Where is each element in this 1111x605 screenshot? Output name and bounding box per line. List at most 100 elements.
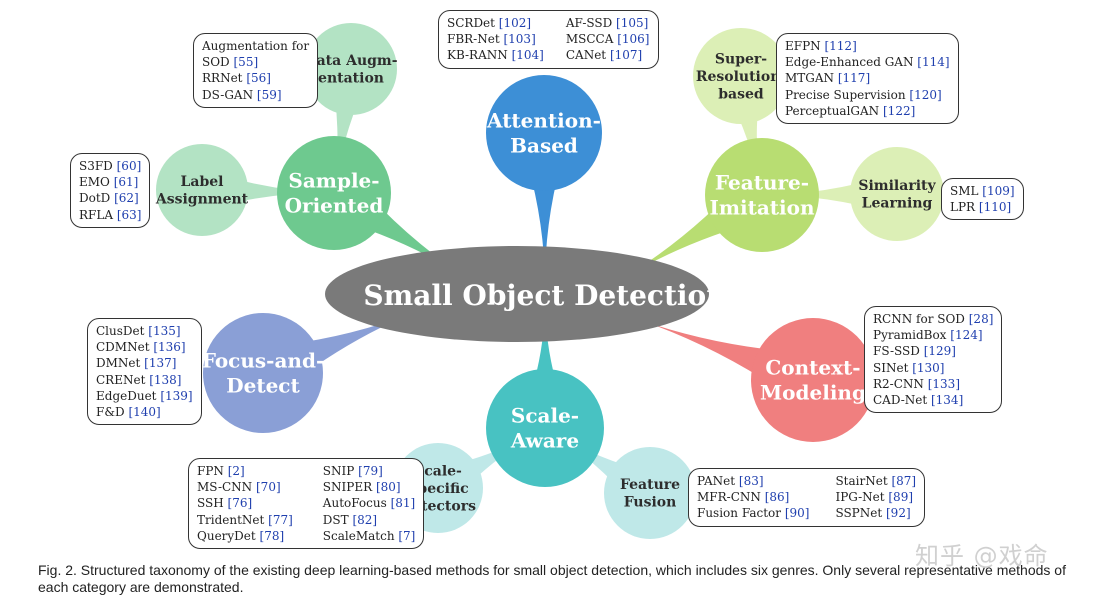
method-ref-link[interactable]: [106] — [617, 32, 650, 47]
method-ref-link[interactable]: [124] — [950, 328, 983, 343]
method-ref-link[interactable]: [105] — [616, 16, 649, 30]
method-ref-link[interactable]: [133] — [927, 376, 961, 391]
method-ref-link[interactable]: [107] — [609, 48, 643, 63]
method-ref-link[interactable]: [76] — [227, 496, 253, 511]
method-ref-link[interactable]: [129] — [923, 344, 956, 359]
node-label: Feature- — [715, 171, 809, 195]
method-name: MS-CNN — [197, 480, 256, 495]
method-ref-link[interactable]: [136] — [153, 340, 186, 355]
method-ref-link[interactable]: [103] — [503, 32, 536, 47]
method-name: StairNet — [835, 474, 892, 488]
method-name: EMO — [79, 175, 114, 190]
method-ref-link[interactable]: [83] — [738, 474, 764, 488]
node-label: based — [718, 86, 764, 102]
method-ref-link[interactable]: [120] — [909, 87, 942, 102]
node-label: Feature — [620, 477, 680, 493]
method-ref-link[interactable]: [59] — [256, 87, 282, 102]
method-ref-link[interactable]: [7] — [398, 528, 416, 543]
box-label-assign-methods: S3FD [60]EMO [61]DotD [62]RFLA [63] — [70, 153, 151, 228]
method-ref-link[interactable]: [61] — [113, 175, 139, 190]
method-ref-link[interactable]: [138] — [149, 372, 182, 387]
method-ref-link[interactable]: [102] — [498, 16, 532, 30]
method-ref-link[interactable]: [92] — [886, 506, 911, 521]
method-ref-link[interactable]: [140] — [128, 405, 161, 420]
method-item: MSCCA [106] — [566, 31, 650, 47]
method-name: SSH — [197, 496, 228, 511]
center-label: Small Object Detection — [363, 279, 726, 312]
method-ref-link[interactable]: [117] — [837, 71, 871, 86]
method-item: DST [82] — [323, 512, 416, 528]
method-ref-link[interactable]: [81] — [390, 496, 416, 511]
method-ref-link[interactable]: [112] — [824, 39, 857, 53]
method-name: S3FD — [79, 159, 117, 173]
method-item: LPR [110] — [950, 199, 1015, 215]
method-name: LPR — [950, 200, 979, 215]
method-name: ClusDet — [96, 324, 149, 338]
method-name: PANet — [697, 474, 739, 488]
method-ref-link[interactable]: [134] — [930, 393, 964, 408]
box-feature-fusion-methods: PANet [83] MFR-CNN [86]Fusion Factor [90]… — [688, 468, 926, 527]
method-item: RFLA [63] — [79, 207, 141, 223]
method-ref-link[interactable]: [137] — [144, 356, 177, 371]
method-ref-link[interactable]: [90] — [784, 506, 810, 521]
node-label: Oriented — [285, 194, 384, 218]
method-ref-link[interactable]: [109] — [982, 184, 1015, 198]
method-name: SNIP — [322, 464, 359, 478]
method-ref-link[interactable]: [82] — [352, 512, 378, 527]
method-name: MFR-CNN — [697, 490, 765, 505]
method-ref-link[interactable]: [62] — [114, 191, 139, 206]
method-item: RRNet [56] — [202, 70, 309, 86]
method-ref-link[interactable]: [139] — [160, 388, 193, 403]
method-ref-link[interactable]: [114] — [917, 55, 950, 70]
method-ref-link[interactable]: [89] — [888, 490, 914, 505]
method-ref-link[interactable]: [56] — [246, 71, 271, 86]
method-name: CANet — [565, 48, 610, 63]
method-item: Fusion Factor [90] — [697, 505, 809, 521]
method-name: CAD-Net — [873, 393, 931, 408]
method-name: MSCCA — [565, 32, 618, 47]
method-ref-link[interactable]: [55] — [233, 55, 259, 70]
node-label: Learning — [862, 196, 933, 212]
method-ref-link[interactable]: [86] — [764, 490, 790, 505]
method-item: KB-RANN [104] — [447, 47, 544, 63]
method-name: SCRDet — [447, 16, 499, 30]
method-name: DS-GAN — [202, 87, 257, 102]
node-label: Assignment — [155, 192, 249, 208]
method-name: AF-SSD — [565, 16, 617, 30]
method-name: Augmentation for — [202, 39, 310, 53]
node-data-aug: Data Augm-entation — [304, 23, 398, 115]
node-circle-feature-fusion — [604, 447, 696, 539]
method-ref-link[interactable]: [70] — [256, 480, 281, 495]
method-ref-link[interactable]: [2] — [227, 464, 245, 478]
method-ref-link[interactable]: [28] — [968, 312, 994, 326]
node-sample: Sample-Oriented — [277, 136, 391, 250]
method-ref-link[interactable]: [87] — [891, 474, 917, 488]
method-name: SML — [950, 184, 983, 198]
method-name: DST — [322, 512, 353, 527]
method-item: EFPN [112] — [785, 38, 950, 54]
node-label: Similarity — [858, 178, 936, 194]
method-item: CDMNet [136] — [96, 339, 193, 355]
method-name: CRENet — [96, 372, 150, 387]
method-ref-link[interactable]: [135] — [148, 324, 181, 338]
method-ref-link[interactable]: [78] — [259, 528, 285, 543]
method-ref-link[interactable]: [63] — [116, 207, 142, 222]
method-ref-link[interactable]: [110] — [978, 200, 1012, 215]
method-ref-link[interactable]: [104] — [511, 48, 544, 63]
method-item: AutoFocus [81] — [323, 495, 416, 511]
center-ellipse-group: Small Object Detection — [325, 246, 727, 342]
method-ref-link[interactable]: [80] — [375, 480, 401, 495]
method-ref-link[interactable]: [122] — [883, 103, 916, 118]
node-label: Based — [510, 134, 578, 158]
method-ref-link[interactable]: [77] — [268, 512, 293, 527]
method-item: SCRDet [102] — [447, 15, 544, 31]
method-ref-link[interactable]: [130] — [912, 360, 945, 375]
method-name: Fusion Factor — [697, 506, 785, 521]
node-label: Modeling — [760, 381, 866, 405]
node-label: Data Augm- — [304, 53, 397, 69]
method-ref-link[interactable]: [79] — [358, 464, 383, 478]
method-name: TridentNet — [197, 512, 269, 527]
method-ref-link[interactable]: [60] — [116, 159, 142, 173]
node-scale: Scale-Aware — [486, 369, 604, 487]
